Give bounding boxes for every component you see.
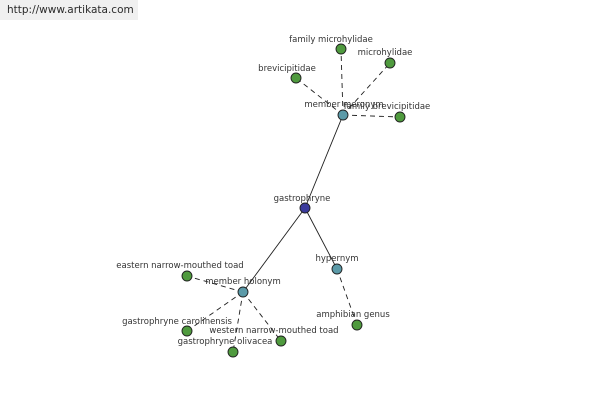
label-hypernym: hypernym	[315, 254, 358, 264]
label-gastrophryne-carolinensis: gastrophryne carolinensis	[122, 317, 232, 327]
edge-member-holonym-to-gastrophryne-olivacea	[232, 291, 244, 353]
node-gastrophryne-olivacea[interactable]	[227, 346, 239, 358]
header-banner: http://www.artikata.com	[0, 0, 138, 20]
label-western-narrow-mouthed-toad: western narrow-mouthed toad	[209, 326, 338, 336]
node-eastern-narrow-mouthed-toad[interactable]	[181, 270, 193, 282]
edge-gastrophryne-to-hypernym	[304, 207, 338, 270]
node-gastrophryne-carolinensis[interactable]	[181, 325, 193, 337]
label-eastern-narrow-mouthed-toad: eastern narrow-mouthed toad	[116, 261, 243, 271]
label-gastrophryne: gastrophryne	[274, 194, 331, 204]
node-hypernym[interactable]	[331, 263, 343, 275]
graph-edges	[186, 48, 401, 353]
node-family-microhylidae[interactable]	[335, 43, 347, 55]
edge-member-meronym-to-family-brevicipitidae	[342, 114, 401, 118]
label-amphibian-genus: amphibian genus	[316, 310, 390, 320]
node-member-meronym[interactable]	[337, 109, 349, 121]
edge-gastrophryne-to-member-holonym	[242, 207, 306, 293]
edge-hypernym-to-amphibian-genus	[336, 268, 358, 326]
label-microhylidae: microhylidae	[358, 48, 413, 58]
edge-member-meronym-to-microhylidae	[342, 62, 391, 116]
edge-member-holonym-to-western-narrow-mouthed-toad	[242, 291, 282, 342]
label-family-brevicipitidae: family brevicipitidae	[344, 102, 431, 112]
graph-labels: gastrophryne member meronym member holonym…	[116, 35, 430, 347]
label-family-microhylidae: family microhylidae	[289, 35, 373, 45]
node-gastrophryne[interactable]	[299, 202, 311, 214]
graph-nodes	[181, 43, 406, 358]
label-member-holonym: member holonym	[205, 277, 280, 287]
edge-member-holonym-to-eastern-narrow-mouthed-toad	[186, 275, 244, 293]
edge-member-holonym-to-gastrophryne-carolinensis	[186, 291, 244, 332]
node-western-narrow-mouthed-toad[interactable]	[275, 335, 287, 347]
node-microhylidae[interactable]	[384, 57, 396, 69]
edge-gastrophryne-to-member-meronym	[304, 114, 344, 209]
edge-member-meronym-to-family-microhylidae	[340, 48, 344, 116]
label-member-meronym: member meronym	[304, 100, 383, 110]
label-gastrophryne-olivacea: gastrophryne olivacea	[178, 337, 273, 347]
label-brevicipitidae: brevicipitidae	[258, 64, 316, 74]
edge-member-meronym-to-brevicipitidae	[295, 77, 344, 116]
node-member-holonym[interactable]	[237, 286, 249, 298]
node-amphibian-genus[interactable]	[351, 319, 363, 331]
node-brevicipitidae[interactable]	[290, 72, 302, 84]
site-link[interactable]: http://www.artikata.com	[7, 4, 134, 16]
node-family-brevicipitidae[interactable]	[394, 111, 406, 123]
